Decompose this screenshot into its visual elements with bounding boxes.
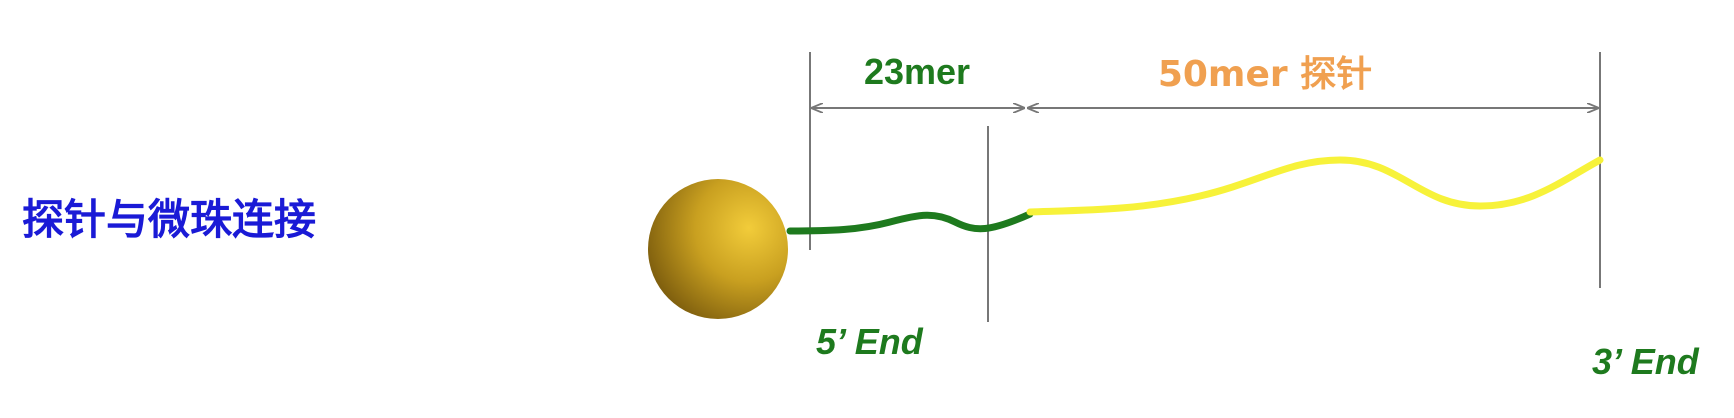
page-title: 探针与微珠连接 xyxy=(22,195,317,244)
linker-length-label: 23mer xyxy=(864,51,970,92)
probe-strand xyxy=(1026,156,1604,216)
linker-strand xyxy=(786,210,1034,235)
five-prime-end-label: 5’ End xyxy=(816,321,924,362)
three-prime-end-label: 3’ End xyxy=(1592,341,1700,382)
microbead xyxy=(648,179,788,319)
probe-length-label: 50mer 探针 xyxy=(1158,54,1372,95)
